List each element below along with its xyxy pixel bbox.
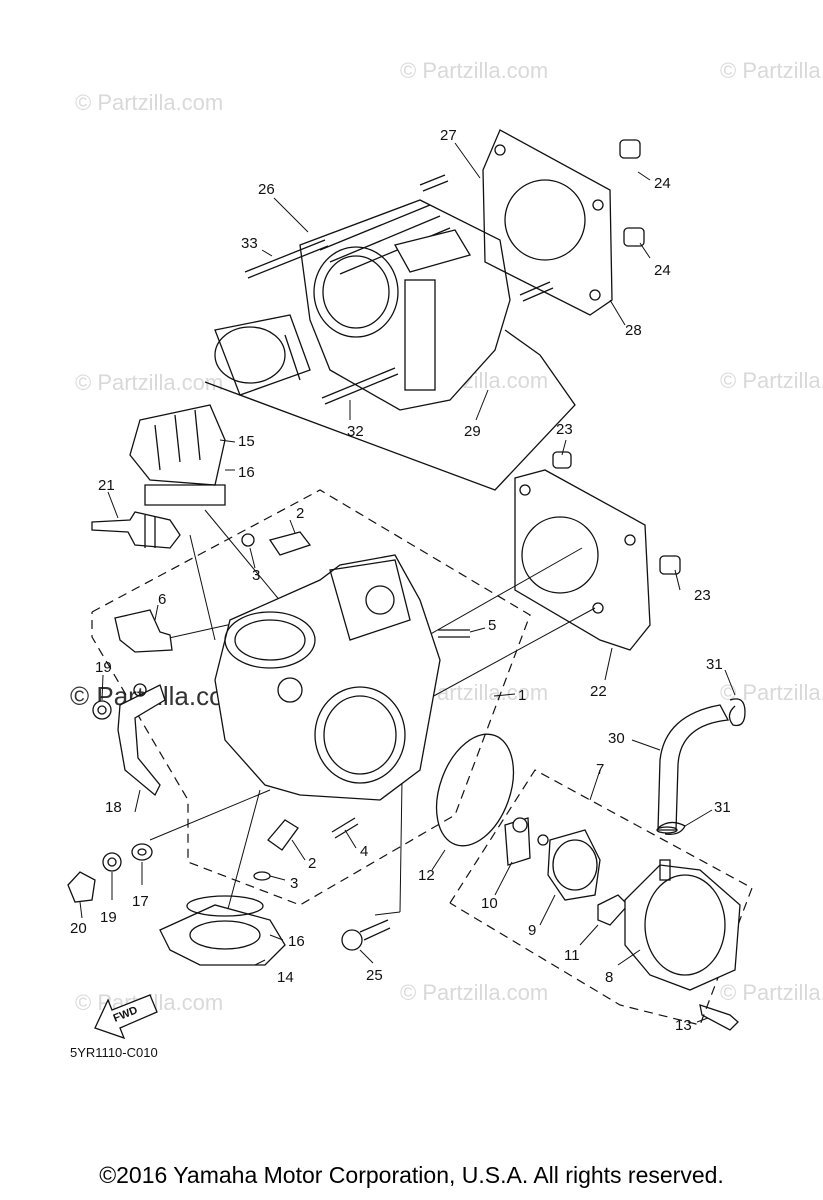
cylinder	[299, 199, 511, 411]
part-label: 2	[308, 855, 316, 872]
spark-plug	[91, 511, 181, 549]
bracket	[117, 683, 166, 797]
watermark: © Partzilla.com	[720, 980, 823, 1005]
intake-joint	[159, 895, 286, 966]
part-label: 22	[590, 683, 607, 700]
watermark: © Partzilla.com	[400, 58, 548, 83]
part-label: 5	[488, 617, 496, 634]
part-label: 30	[608, 730, 625, 747]
cylinder-head	[214, 554, 441, 801]
watermark: © Partzilla.com	[75, 90, 223, 115]
fasteners	[67, 700, 153, 903]
water-pump	[504, 817, 741, 1031]
part-label: 16	[288, 933, 305, 950]
watermark-layer: © Partzilla.com © Partzilla.com © Partzi…	[70, 58, 823, 1015]
part-label: 4	[360, 843, 368, 860]
watermark: © Partzilla.com	[400, 980, 548, 1005]
hose	[656, 704, 730, 834]
fwd-arrow-icon: FWD	[94, 994, 158, 1040]
piston	[214, 314, 311, 396]
part-label: 1	[518, 687, 526, 704]
part-label: 23	[694, 587, 711, 604]
part-label: 27	[440, 127, 457, 144]
part-label: 26	[258, 181, 275, 198]
part-label: 19	[100, 909, 117, 926]
part-label: 19	[95, 659, 112, 676]
part-label: 6	[158, 591, 166, 608]
part-label: 17	[132, 893, 149, 910]
part-labels: 1 2 2 3 3 4 5 6 7 8 9 10 11 12 13 14 15 …	[70, 127, 731, 1034]
part-label: 12	[418, 867, 435, 884]
watermark: © Partzilla.com	[720, 368, 823, 393]
watermark: © Partzilla.com	[75, 370, 223, 395]
clips	[657, 698, 746, 835]
watermark: © Partzilla.com	[720, 680, 823, 705]
watermark: © Partzilla.com	[720, 58, 823, 83]
bolt-25	[341, 919, 391, 951]
part-label: 8	[605, 969, 613, 986]
head-gasket	[514, 469, 651, 651]
part-label: 7	[596, 761, 604, 778]
leader-lines	[79, 142, 736, 1023]
part-label: 20	[70, 920, 87, 937]
sensor	[114, 609, 173, 653]
part-label: 9	[528, 922, 536, 939]
copyright-notice: ©2016 Yamaha Motor Corporation, U.S.A. A…	[99, 1162, 724, 1188]
part-label: 18	[105, 799, 122, 816]
part-label: 21	[98, 477, 115, 494]
part-label: 28	[625, 322, 642, 339]
part-label: 16	[238, 464, 255, 481]
part-label: 13	[675, 1017, 692, 1034]
part-label: 3	[252, 567, 260, 584]
part-label: 25	[366, 967, 383, 984]
part-label: 33	[241, 235, 258, 252]
filter-cap	[129, 404, 226, 506]
o-ring	[435, 733, 515, 847]
part-label: 3	[290, 875, 298, 892]
studs	[244, 174, 554, 405]
part-label: 23	[556, 421, 573, 438]
cylinder-gasket	[482, 129, 613, 316]
part-label: 24	[654, 175, 671, 192]
part-label: 10	[481, 895, 498, 912]
assembly-outlines	[91, 489, 753, 1026]
part-label: 24	[654, 262, 671, 279]
part-label: 15	[238, 433, 255, 450]
part-label: 31	[706, 656, 723, 673]
part-label: 32	[347, 423, 364, 440]
part-label: 2	[296, 505, 304, 522]
part-label: 14	[277, 969, 294, 986]
dowel-pins	[552, 139, 681, 575]
part-label: 11	[564, 947, 580, 964]
diagram-code: 5YR1110-C010	[70, 1045, 158, 1060]
small-parts	[241, 531, 470, 881]
part-label: 29	[464, 423, 481, 440]
part-label: 31	[714, 799, 731, 816]
